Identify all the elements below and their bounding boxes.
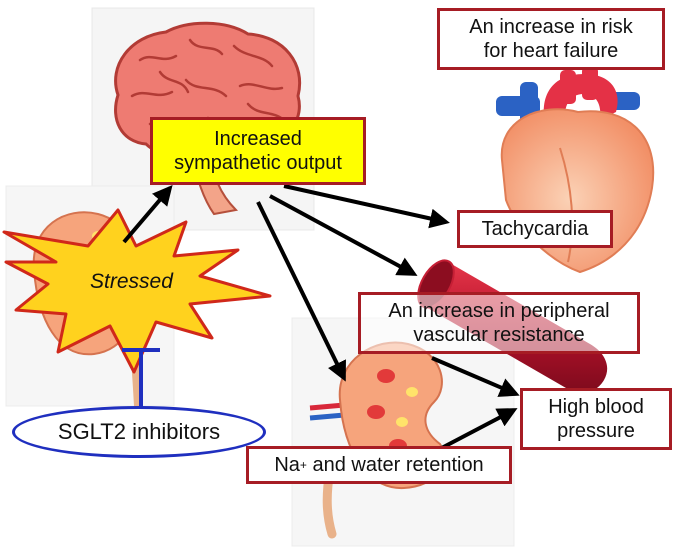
stressed-label: Stressed (90, 270, 173, 293)
causal-arrows (122, 184, 520, 454)
resistance-line1: An increase in peripheral (388, 300, 610, 322)
tachycardia-label: Tachycardia (481, 218, 589, 240)
inhibition-bar (122, 348, 160, 408)
na-water-retention-box: Na+ and water retention (246, 446, 512, 484)
sympathetic-output-box: Increased sympathetic output (150, 117, 366, 185)
sglt2-label: SGLT2 inhibitors (57, 419, 221, 444)
arrow-kidney-to-sympathetic (122, 184, 173, 244)
sympathetic-line2: sympathetic output (174, 152, 342, 174)
high-blood-pressure-box: High blood pressure (520, 388, 672, 450)
na-rest: and water retention (306, 454, 484, 476)
arrow-to-tachycardia (283, 184, 450, 229)
arrow-to-resistance (269, 194, 418, 276)
heart-failure-line1: An increase in risk (469, 16, 633, 38)
tachycardia-box: Tachycardia (457, 210, 613, 248)
stressed-starburst (2, 208, 272, 374)
heart-failure-line2: for heart failure (483, 40, 619, 62)
na-charge: + (299, 458, 307, 472)
sympathetic-line1: Increased (214, 128, 302, 150)
arrow-to-na-retention (256, 201, 346, 382)
heart-failure-box: An increase in risk for heart failure (437, 8, 665, 70)
na-symbol: Na (274, 454, 300, 476)
sglt2-inhibitors-oval: SGLT2 inhibitors (12, 406, 266, 458)
resistance-line2: vascular resistance (413, 324, 585, 346)
arrow-na-to-bp (433, 408, 518, 454)
vascular-resistance-box: An increase in peripheral vascular resis… (358, 292, 640, 354)
bp-line2: pressure (557, 420, 635, 442)
arrow-resistance-to-bp (431, 356, 520, 397)
bp-line1: High blood (548, 396, 644, 418)
